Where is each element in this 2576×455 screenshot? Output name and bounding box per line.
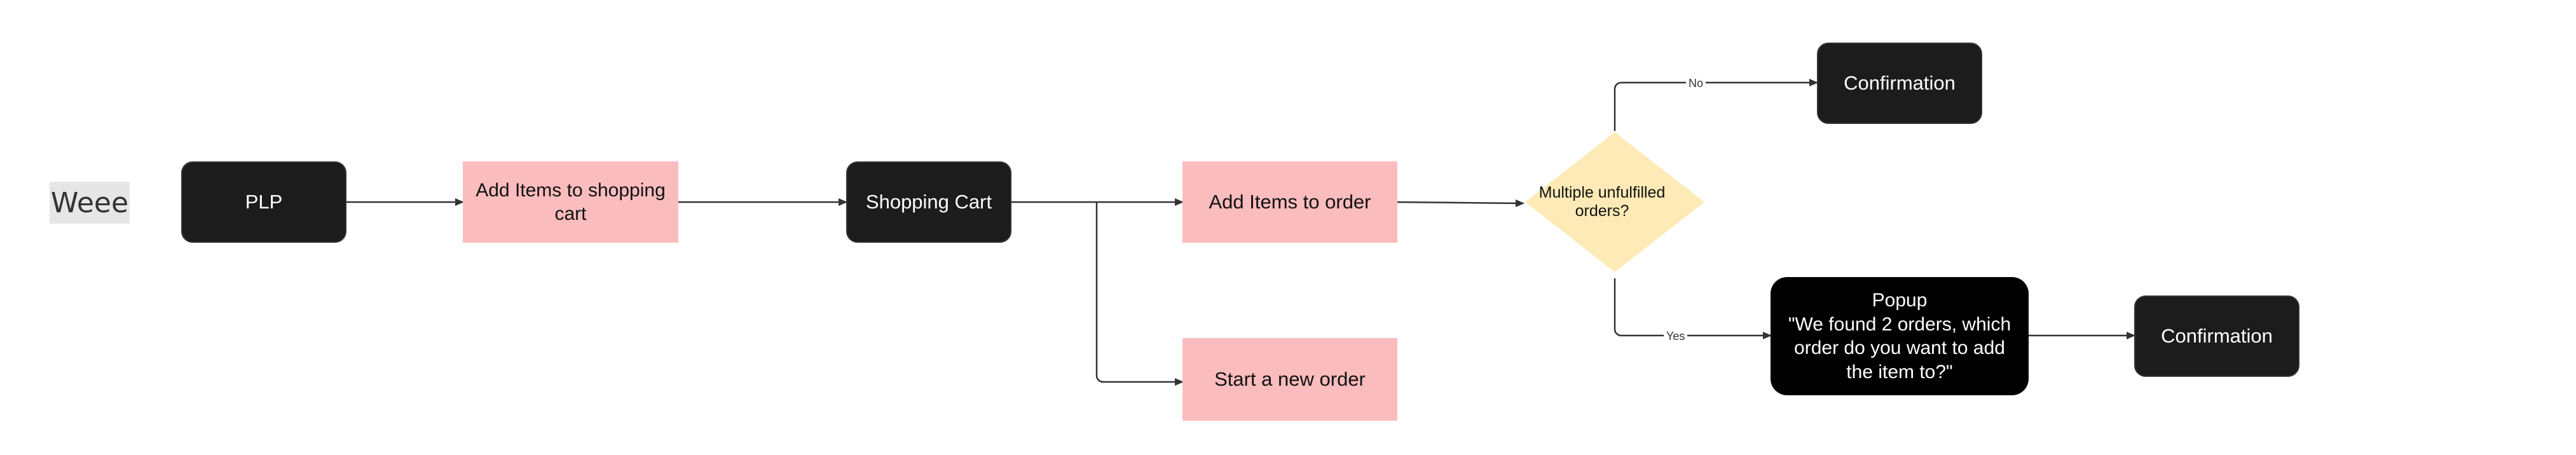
node-popup[interactable]: Popup "We found 2 orders, which order do… — [1771, 277, 2029, 395]
node-start-new-order[interactable]: Start a new order — [1182, 338, 1397, 421]
decision-diamond — [1525, 132, 1704, 272]
node-shopping-cart-label: Shopping Cart — [865, 190, 992, 213]
node-popup-body: "We found 2 orders, which order do you w… — [1788, 313, 2011, 383]
edge-shopping-cart-to-start-new-order — [1095, 202, 1184, 386]
node-start-new-order-label: Start a new order — [1214, 367, 1366, 390]
page-title: Weee — [50, 182, 130, 224]
node-popup-title: Popup — [1872, 290, 1928, 311]
node-shopping-cart[interactable]: Shopping Cart — [846, 161, 1011, 243]
node-confirmation-bottom-label: Confirmation — [2161, 324, 2273, 347]
edge-label-no: No — [1686, 77, 1706, 90]
decision-label: Multiple unfulfilled orders? — [1538, 184, 1666, 220]
node-add-items-to-order[interactable]: Add Items to order — [1182, 161, 1397, 243]
node-plp[interactable]: PLP — [181, 161, 346, 243]
edge-label-yes: Yes — [1664, 330, 1688, 343]
node-confirmation-bottom[interactable]: Confirmation — [2134, 295, 2299, 377]
node-confirmation-top-label: Confirmation — [1844, 71, 1956, 94]
edge-add-items-order-to-decision — [1397, 199, 1524, 207]
node-plp-label: PLP — [245, 190, 283, 213]
node-add-items-shopping-cart-label: Add Items to shopping cart — [476, 179, 666, 225]
edge-decision-no — [1613, 79, 1818, 131]
edge-decision-yes — [1613, 278, 1772, 339]
node-add-items-to-order-label: Add Items to order — [1209, 190, 1371, 213]
node-add-items-shopping-cart[interactable]: Add Items to shopping cart — [463, 161, 678, 243]
node-confirmation-top[interactable]: Confirmation — [1817, 43, 1982, 124]
